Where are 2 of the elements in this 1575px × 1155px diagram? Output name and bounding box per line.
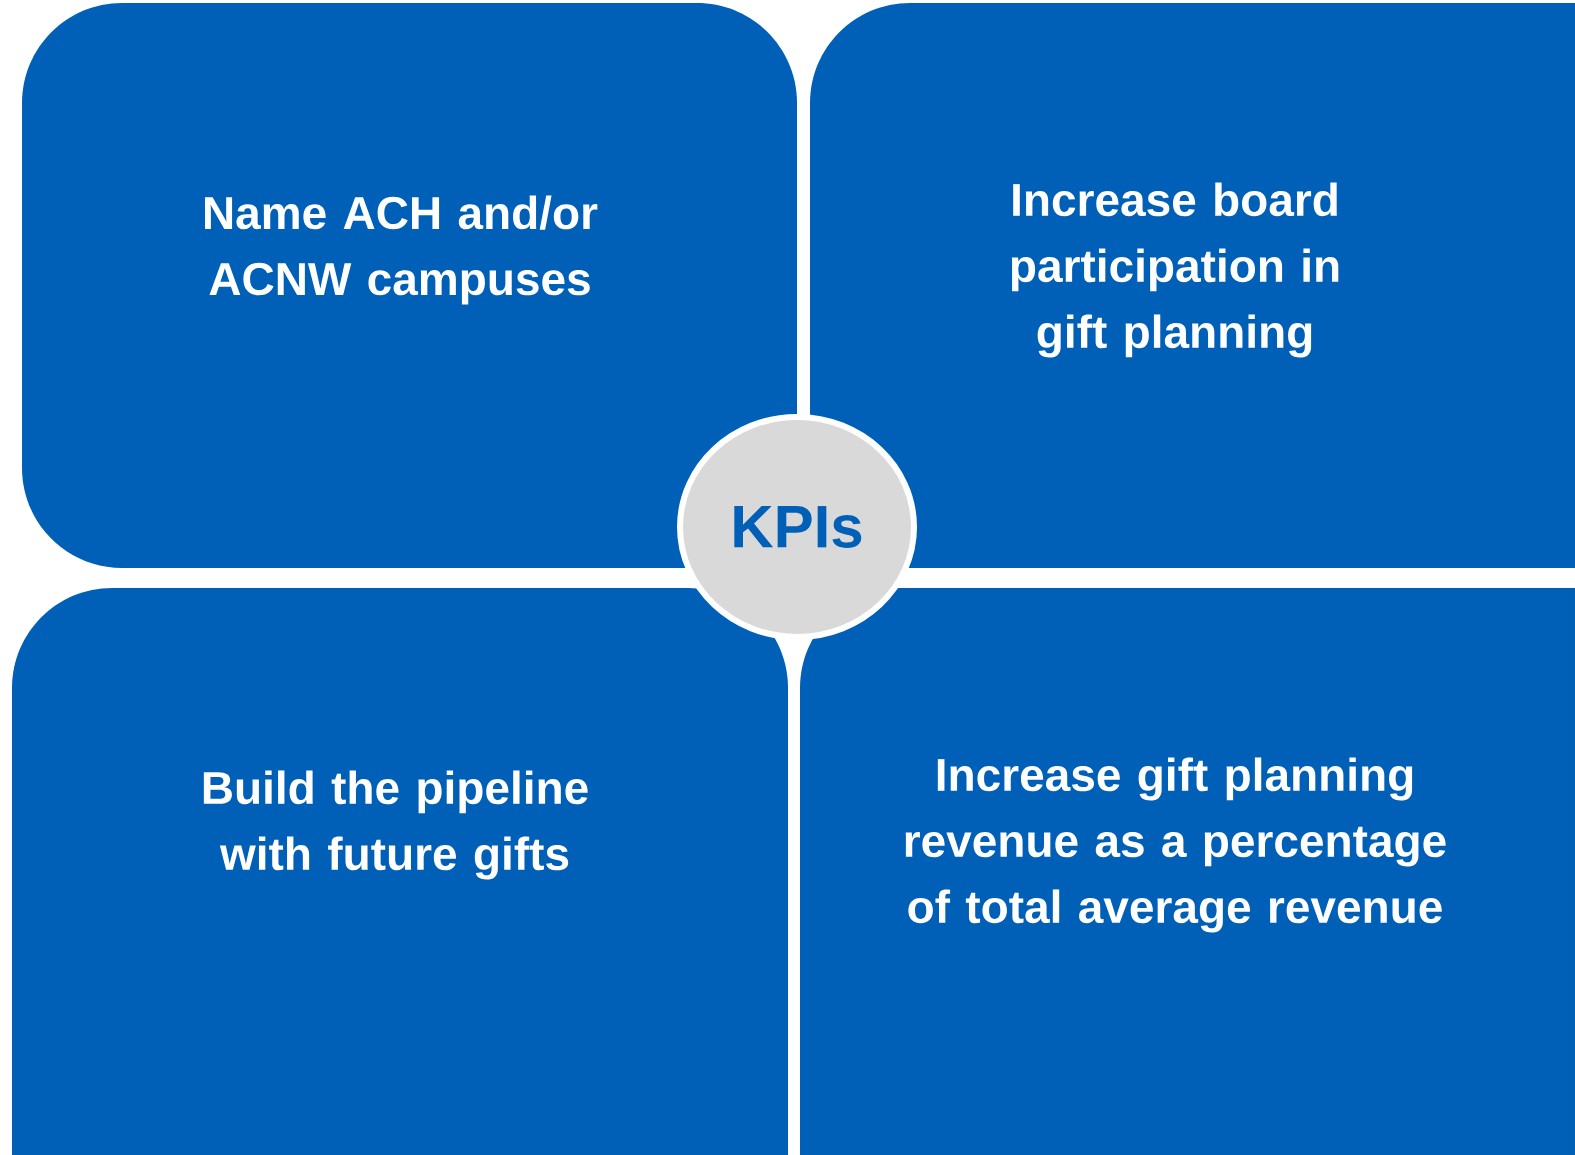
kpi-card: Build the pipeline with future gifts (12, 588, 788, 1155)
kpi-card: Increase gift planning revenue as a percentage of total average revenue (800, 588, 1575, 1155)
